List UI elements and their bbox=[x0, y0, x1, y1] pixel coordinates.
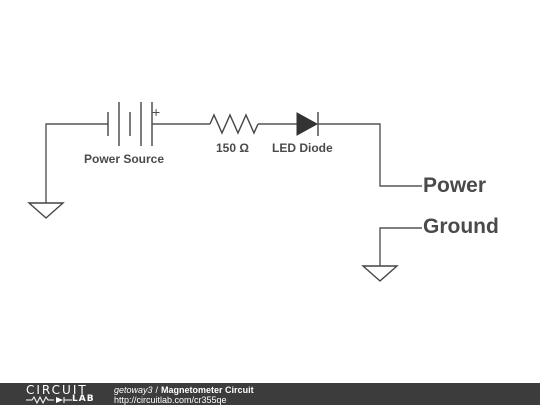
wire-left-ground bbox=[45, 123, 108, 203]
author-link[interactable]: getoway3 bbox=[114, 385, 153, 395]
credit-separator: / bbox=[155, 385, 159, 395]
led-diode-symbol bbox=[296, 112, 319, 136]
power-source-label: Power Source bbox=[84, 152, 164, 166]
battery-polarity-label: + bbox=[152, 104, 160, 120]
power-net-label: Power bbox=[423, 174, 486, 197]
battery-symbol bbox=[107, 102, 153, 146]
credit-line: getoway3/Magnetometer Circuit bbox=[114, 385, 254, 395]
led-diode-label: LED Diode bbox=[272, 141, 333, 155]
ground-symbol-left bbox=[27, 202, 65, 219]
circuitlab-logo[interactable]: CIRCUIT LAB bbox=[26, 384, 96, 404]
circuit-title[interactable]: Magnetometer Circuit bbox=[161, 385, 254, 395]
ground-net-label: Ground bbox=[423, 215, 499, 238]
logo-text-top: CIRCUIT bbox=[26, 383, 88, 397]
circuit-url[interactable]: http://circuitlab.com/cr355qe bbox=[114, 395, 227, 405]
wire-ground-net bbox=[379, 227, 422, 266]
footer-bar: CIRCUIT LAB getoway3/Magnetometer Circui… bbox=[0, 383, 540, 405]
circuit-schematic: + Power Source 150 Ω LED Diode Power Gro… bbox=[27, 102, 499, 282]
ground-symbol-right bbox=[361, 265, 399, 282]
logo-wave-icon bbox=[26, 396, 72, 404]
logo-text-bottom: LAB bbox=[72, 394, 95, 404]
resistor-symbol bbox=[209, 113, 259, 135]
resistor-value-label: 150 Ω bbox=[216, 141, 249, 155]
wire-diode-power bbox=[318, 123, 422, 187]
